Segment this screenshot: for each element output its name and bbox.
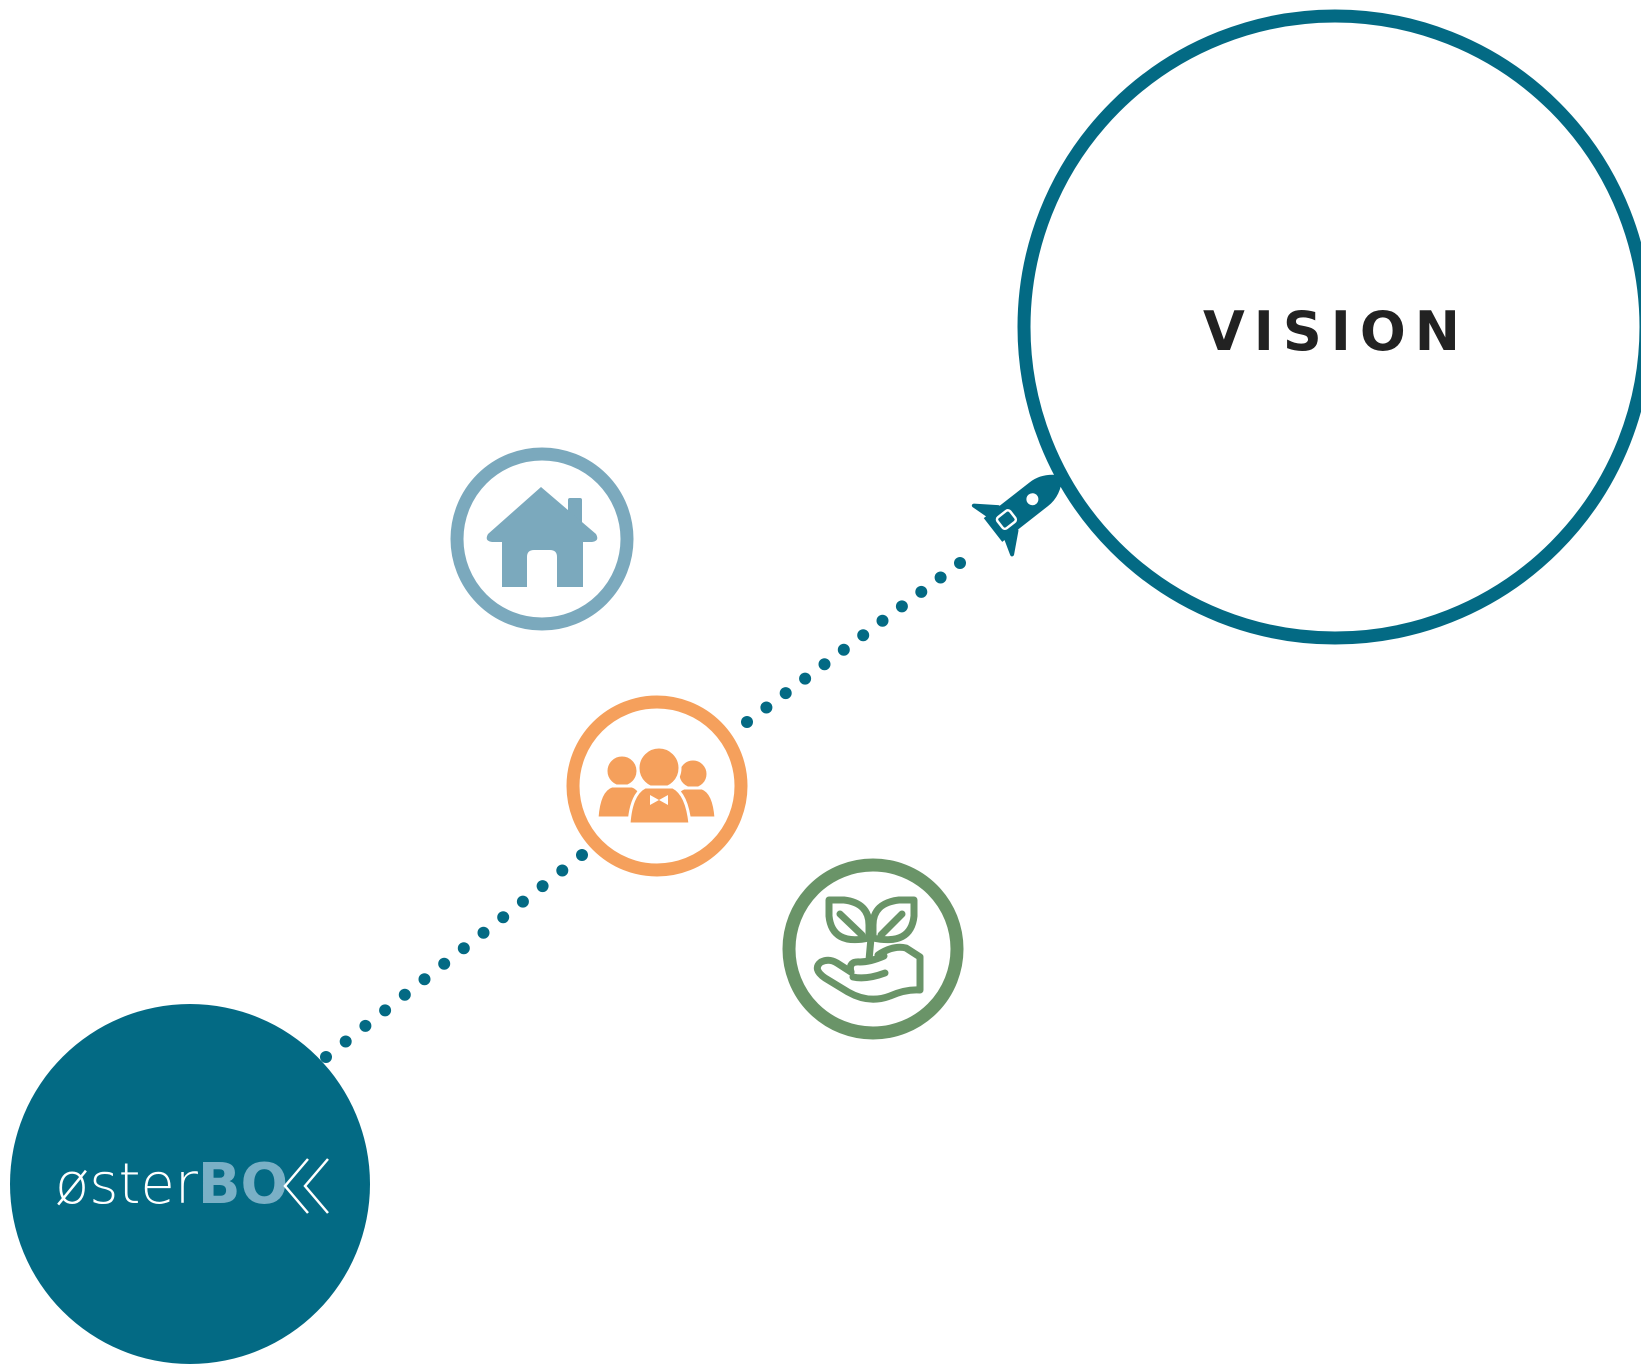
path-dot [576, 849, 588, 861]
group-people-icon [595, 745, 718, 826]
path-dot [418, 973, 431, 986]
path-dot [359, 1019, 372, 1032]
path-dot [320, 1051, 332, 1063]
path-dot [954, 557, 966, 569]
logo-text-bold: BO [198, 1152, 288, 1217]
path-dot [438, 957, 451, 970]
sustainability-node [782, 858, 964, 1040]
path-dot [818, 658, 831, 671]
path-dot [516, 895, 529, 908]
path-dot [934, 571, 947, 584]
path-dot [760, 701, 773, 714]
svg-text:østerBO: østerBO [55, 1152, 288, 1217]
rocket-icon [971, 474, 1063, 557]
path-dot [556, 864, 569, 877]
logo-text-light: øster [55, 1152, 198, 1217]
path-dot [779, 687, 792, 700]
path-dot [895, 600, 908, 613]
path-dot [536, 880, 549, 893]
vision-label: VISION [1203, 300, 1469, 363]
path-dot [915, 585, 928, 598]
double-chevron-left-icon [283, 1158, 329, 1214]
path-dot [457, 942, 470, 955]
vision-circle: VISION [1017, 9, 1641, 645]
path-dot [379, 1004, 392, 1017]
path-dot [741, 716, 753, 728]
path-dot [857, 629, 870, 642]
path-dot [876, 614, 889, 627]
plant-in-hand-icon [813, 896, 924, 1003]
house-icon [486, 487, 598, 587]
path-dot [497, 911, 510, 924]
path-dot [837, 643, 850, 656]
path-dot [339, 1035, 352, 1048]
path-dot [799, 672, 812, 685]
people-node [566, 695, 748, 877]
path-dot [398, 988, 411, 1001]
home-node [450, 447, 634, 631]
osterbo-logo: østerBO [10, 1004, 370, 1364]
dotted-path [320, 557, 966, 1063]
path-dot [477, 926, 490, 939]
